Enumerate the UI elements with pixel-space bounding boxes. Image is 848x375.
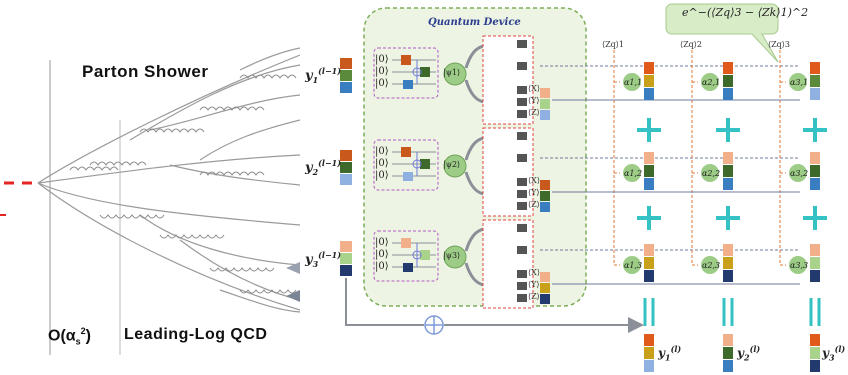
callout-bubble — [665, 3, 779, 63]
ket-zero: |0⟩ — [375, 78, 389, 89]
top-label-zq1: ⟨Zq⟩1 — [602, 40, 625, 49]
output-label-y1: y1(l) — [658, 344, 682, 363]
psi-2-label: |ψ2⟩ — [443, 160, 461, 169]
input-token-stacks — [340, 58, 352, 276]
expectation-y: ⟨Y⟩ — [528, 280, 540, 289]
meter-icons — [517, 40, 527, 302]
expectation-x: ⟨X⟩ — [528, 84, 540, 93]
alpha-label: α3,3 — [790, 261, 809, 270]
order-alpha-s-label: O(αs2) — [48, 326, 91, 347]
alpha-label: α1,2 — [624, 169, 643, 178]
ket-zero: |0⟩ — [375, 66, 389, 77]
ket-zero: |0⟩ — [375, 261, 389, 272]
quantum-device-title: Quantum Device — [428, 17, 521, 28]
expectation-z: ⟨Z⟩ — [528, 200, 540, 209]
expectation-z: ⟨Z⟩ — [528, 108, 540, 117]
routing-dashed-lines — [540, 65, 800, 251]
alpha-label: α2,2 — [702, 169, 721, 178]
input-label-y1: y1(l−1) — [305, 66, 342, 85]
input-label-y3: y3(l−1) — [305, 250, 342, 269]
output-label-y3: y3(l) — [822, 344, 846, 363]
alpha-label: α3,2 — [790, 169, 809, 178]
expectation-y: ⟨Y⟩ — [528, 96, 540, 105]
circuit-gates — [401, 55, 430, 272]
parton-shower-diagram — [0, 47, 300, 355]
device-output-stacks — [540, 88, 550, 304]
top-label-zq2: ⟨Zq⟩2 — [680, 40, 703, 49]
expectation-y: ⟨Y⟩ — [528, 188, 540, 197]
alpha-label: α2,1 — [702, 78, 721, 87]
expectation-z: ⟨Z⟩ — [528, 292, 540, 301]
weighted-value-stacks — [644, 62, 820, 282]
orange-dashed-lines — [613, 50, 786, 266]
parton-branches — [37, 47, 300, 313]
alpha-circles — [623, 73, 807, 274]
ket-zero: |0⟩ — [375, 249, 389, 260]
ket-zero: |0⟩ — [375, 237, 389, 248]
psi-3-label: |ψ3⟩ — [443, 251, 461, 260]
input-label-y2: y2(l−1) — [305, 158, 342, 177]
value-lines — [552, 99, 800, 285]
alpha-label: α3,1 — [790, 78, 809, 87]
alpha-label: α1,3 — [624, 261, 643, 270]
measurement-blocks — [482, 35, 534, 309]
leading-log-qcd-label: Leading-Log QCD — [124, 326, 268, 343]
top-label-zq3: ⟨Zq⟩3 — [768, 40, 791, 49]
ket-zero: |0⟩ — [375, 158, 389, 169]
gluon-loops — [69, 74, 297, 294]
final-output-stacks — [644, 334, 820, 372]
alpha-label: α1,1 — [624, 78, 643, 87]
ket-zero: |0⟩ — [375, 146, 389, 157]
output-label-y2: y2(l) — [737, 344, 761, 363]
hadron-marker — [286, 290, 300, 302]
residual-line — [345, 278, 424, 326]
psi-state-circles — [443, 62, 467, 269]
alpha-label: α2,3 — [702, 261, 721, 270]
parton-shower-title: Parton Shower — [82, 62, 209, 81]
quantum-attention-diagram — [340, 3, 827, 372]
sum-plus-signs — [637, 118, 827, 230]
psi-1-label: |ψ1⟩ — [443, 68, 461, 77]
fanout-arrows — [464, 44, 485, 287]
callout-formula: e^−(⟨Zq⟩3 − ⟨Zk⟩1)^2 — [682, 6, 809, 19]
hadron-marker — [286, 262, 300, 274]
ket-zero: |0⟩ — [375, 54, 389, 65]
expectation-x: ⟨X⟩ — [528, 176, 540, 185]
equals-signs — [643, 298, 821, 326]
ket-zero: |0⟩ — [375, 170, 389, 181]
expectation-x: ⟨X⟩ — [528, 268, 540, 277]
